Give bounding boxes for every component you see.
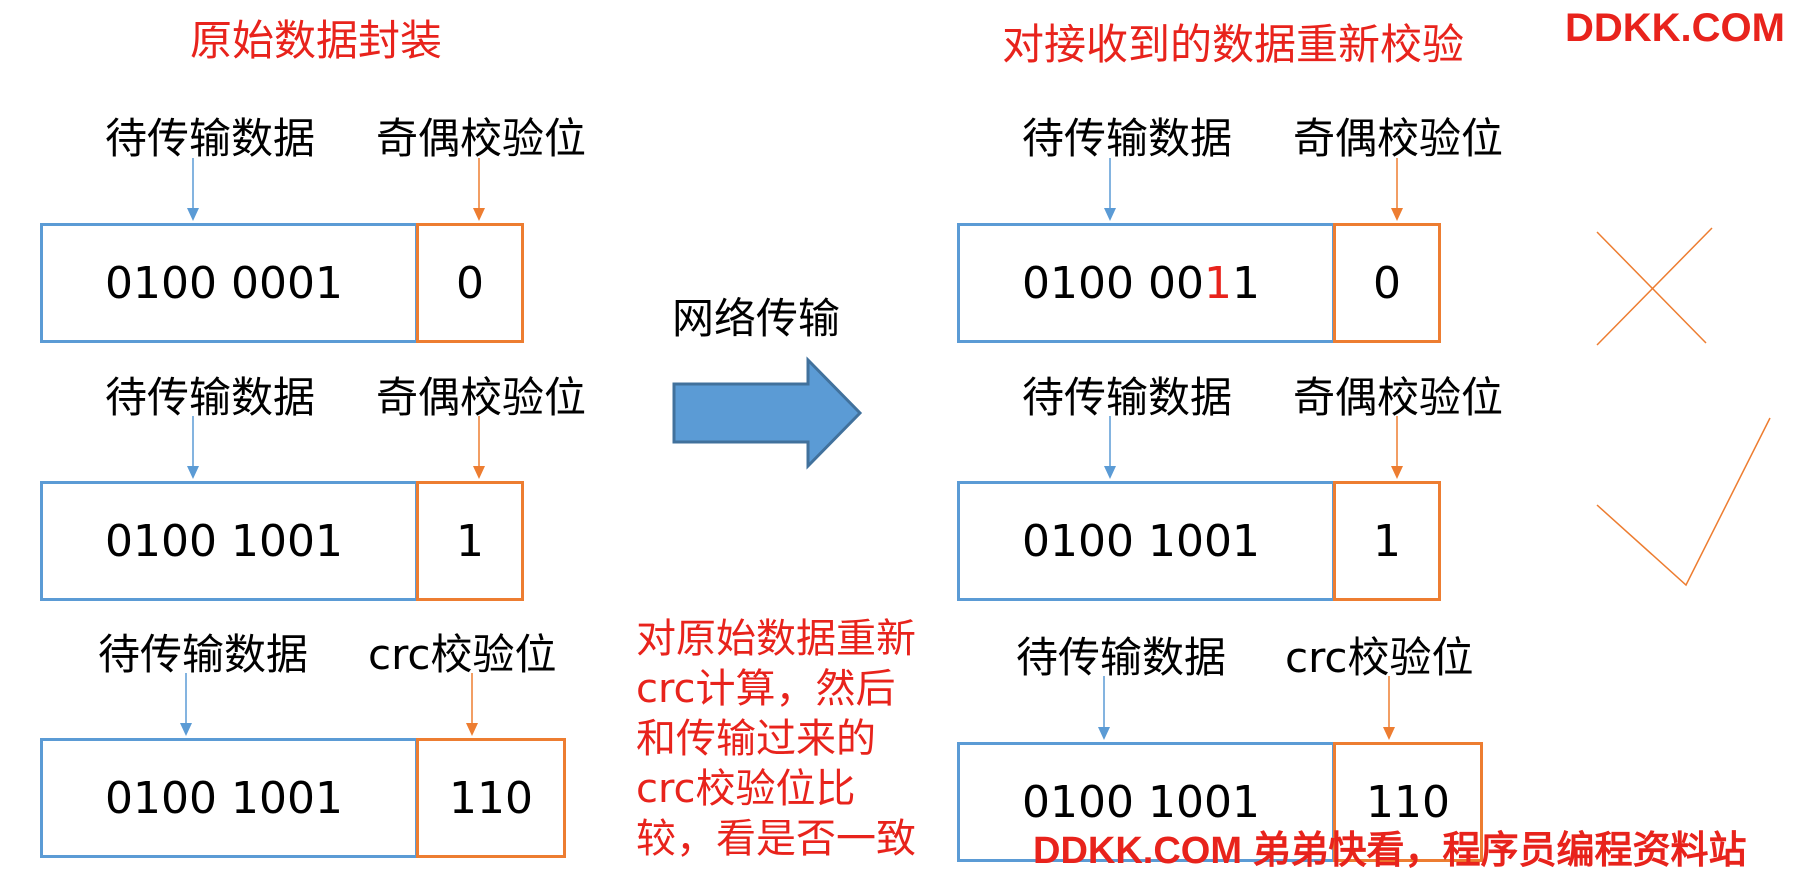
left-g2-check-arrow: [473, 416, 485, 479]
transfer-arrow: [672, 356, 863, 470]
right-g2-check-label: 奇偶校验位: [1293, 373, 1504, 422]
left-g1-check-value: 0: [456, 257, 484, 309]
right-g2-check-box: 1: [1333, 481, 1441, 601]
left-g1-data-value: 0100 0001: [105, 257, 343, 309]
check-mark-icon: [1596, 417, 1771, 587]
left-g3-check-label: crc校验位: [368, 630, 557, 679]
left-g3-data-arrow: [180, 673, 192, 736]
right-g1-data-label: 待传输数据: [1022, 114, 1233, 163]
left-g2-check-value: 1: [456, 515, 484, 567]
left-g1-check-label: 奇偶校验位: [376, 114, 587, 163]
left-g1-data-box: 0100 0001: [40, 223, 418, 343]
right-g1-data-arrow: [1104, 158, 1116, 221]
right-g2-data-arrow: [1104, 416, 1116, 479]
right-title: 对接收到的数据重新校验: [1002, 20, 1465, 69]
left-g1-data-label: 待传输数据: [105, 114, 316, 163]
right-g2-data-label: 待传输数据: [1022, 373, 1233, 422]
left-g3-data-value: 0100 1001: [105, 772, 343, 824]
left-g3-check-arrow: [466, 673, 478, 736]
right-g3-check-label: crc校验位: [1285, 633, 1474, 682]
left-g3-check-value: 110: [449, 772, 533, 824]
right-g2-data-value: 0100 1001: [1022, 515, 1260, 567]
left-g3-data-box: 0100 1001: [40, 738, 418, 858]
right-g1-check-arrow: [1391, 158, 1403, 221]
right-g3-check-value: 110: [1366, 776, 1450, 828]
transfer-label: 网络传输: [672, 294, 841, 343]
right-g2-check-arrow: [1391, 416, 1403, 479]
left-g2-data-box: 0100 1001: [40, 481, 418, 601]
right-g1-check-box: 0: [1333, 223, 1441, 343]
right-g1-data-suffix: 1: [1231, 257, 1260, 309]
right-g3-check-box: 110: [1333, 742, 1483, 862]
left-g2-check-label: 奇偶校验位: [376, 373, 587, 422]
left-g2-check-box: 1: [416, 481, 524, 601]
left-g3-check-box: 110: [416, 738, 566, 858]
left-g2-data-value: 0100 1001: [105, 515, 343, 567]
left-g3-data-label: 待传输数据: [98, 630, 309, 679]
right-g1-check-value: 0: [1373, 257, 1401, 309]
right-g1-data-box: 0100 0011: [957, 223, 1335, 343]
right-g3-data-value: 0100 1001: [1022, 776, 1260, 828]
right-g2-check-value: 1: [1373, 515, 1401, 567]
left-g2-data-label: 待传输数据: [105, 373, 316, 422]
cross-mark-icon: [1596, 227, 1713, 346]
crc-note: 对原始数据重新crc计算，然后和传输过来的crc校验位比较，看是否一致: [636, 616, 916, 862]
left-g2-data-arrow: [187, 416, 199, 479]
right-g3-data-label: 待传输数据: [1016, 633, 1227, 682]
right-g3-check-arrow: [1383, 676, 1395, 740]
left-g1-data-arrow: [187, 158, 199, 221]
flipped-bit: 1: [1203, 257, 1232, 309]
right-g2-data-box: 0100 1001: [957, 481, 1335, 601]
left-g1-check-box: 0: [416, 223, 524, 343]
left-title: 原始数据封装: [190, 16, 443, 65]
watermark-bottom: DDKK.COM 弟弟快看，程序员编程资料站: [1033, 830, 1747, 872]
left-g1-check-arrow: [473, 158, 485, 221]
watermark-top: DDKK.COM: [1565, 6, 1785, 50]
right-g1-check-label: 奇偶校验位: [1293, 114, 1504, 163]
right-g1-data-prefix: 0100 00: [1022, 257, 1204, 309]
right-g1-data-value: 0100 0011: [1022, 258, 1260, 309]
right-g3-data-arrow: [1098, 676, 1110, 740]
